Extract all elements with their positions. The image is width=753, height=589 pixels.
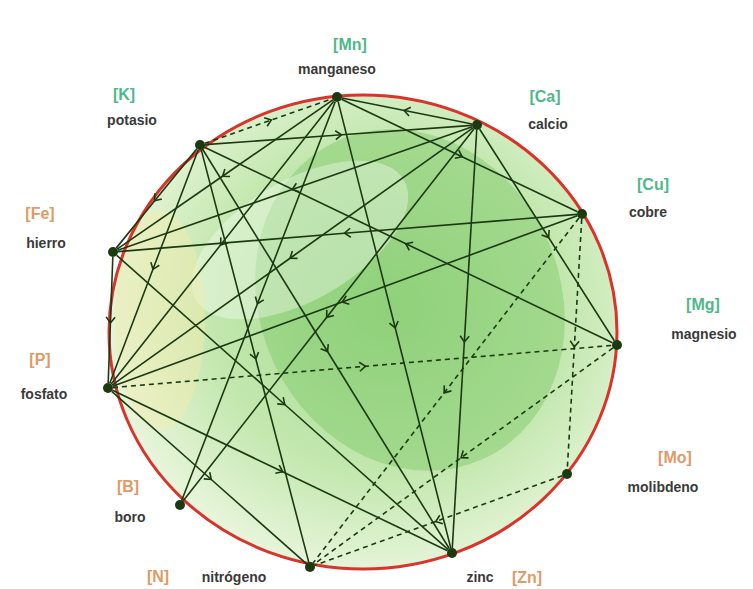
antagonism-line bbox=[118, 214, 577, 251]
element-dot: [Ca]calcio bbox=[472, 120, 482, 130]
synergy-line bbox=[314, 348, 613, 564]
element-label: [Fe] bbox=[25, 205, 54, 223]
antagonism-line bbox=[480, 129, 615, 341]
element-label: potasio bbox=[107, 113, 157, 128]
element-label: magnesio bbox=[671, 327, 736, 342]
element-label: [Zn] bbox=[512, 569, 542, 587]
element-dot: [Mn]manganeso bbox=[332, 92, 342, 102]
circle-outline bbox=[109, 95, 617, 569]
synergy-line bbox=[113, 345, 612, 387]
element-dot: [Cu]cobre bbox=[577, 209, 587, 219]
antagonism-line bbox=[110, 150, 198, 384]
antagonism-line bbox=[342, 99, 578, 212]
antagonism-line bbox=[452, 130, 476, 548]
synergy-line bbox=[315, 476, 563, 566]
element-label: calcio bbox=[528, 117, 568, 132]
element-label: [P] bbox=[29, 351, 50, 369]
element-label: nitrógeno bbox=[202, 570, 267, 585]
element-label: boro bbox=[114, 510, 145, 525]
element-label: [Ca] bbox=[529, 88, 560, 106]
element-label: fosfato bbox=[21, 387, 68, 402]
element-label: [Cu] bbox=[637, 176, 669, 194]
element-label: [Mg] bbox=[686, 296, 720, 314]
element-dot: [Fe]hierro bbox=[108, 247, 118, 257]
element-dot: [N]nitrógeno bbox=[305, 562, 315, 572]
antagonism-line bbox=[112, 391, 307, 563]
antagonism-line bbox=[117, 255, 449, 549]
element-label: [Mo] bbox=[658, 449, 692, 467]
antagonism-line bbox=[182, 102, 335, 501]
antagonism-line bbox=[118, 127, 473, 251]
element-dot: [P]fosfato bbox=[103, 383, 113, 393]
element-label: zinc bbox=[466, 570, 493, 585]
antagonism-line bbox=[112, 128, 473, 385]
element-dot: zinc[Zn] bbox=[447, 548, 457, 558]
antagonism-line bbox=[116, 149, 197, 248]
element-label: [Mn] bbox=[333, 36, 367, 54]
antagonism-line bbox=[342, 98, 472, 124]
antagonism-line bbox=[113, 216, 578, 387]
element-dot: [B]boro bbox=[175, 500, 185, 510]
element-label: [N] bbox=[147, 568, 169, 586]
synergy-line bbox=[567, 219, 581, 469]
element-label: [B] bbox=[117, 478, 139, 496]
element-dot: [Mo]molibdeno bbox=[562, 469, 572, 479]
element-label: molibdeno bbox=[628, 480, 699, 495]
element-label: hierro bbox=[26, 236, 66, 251]
antagonism-line bbox=[205, 147, 613, 343]
antagonism-line bbox=[338, 102, 451, 548]
antagonism-line bbox=[108, 257, 113, 383]
element-dot: [Mg]magnesio bbox=[612, 340, 622, 350]
antagonism-line bbox=[113, 390, 448, 551]
element-dot: [K]potasio bbox=[195, 140, 205, 150]
synergy-line bbox=[313, 218, 579, 563]
element-label: manganeso bbox=[298, 62, 376, 77]
element-label: cobre bbox=[629, 205, 667, 220]
element-label: [K] bbox=[113, 86, 135, 104]
